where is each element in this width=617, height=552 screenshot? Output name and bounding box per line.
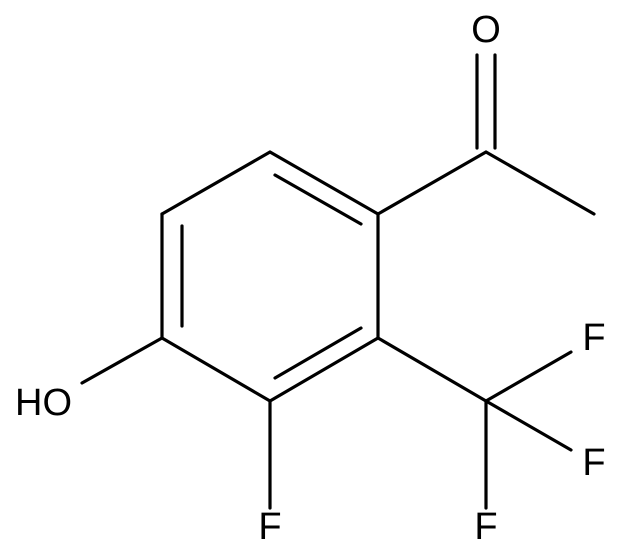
bond-cf3-to-f1 <box>484 350 573 403</box>
ring-bond-c4-c5 <box>160 336 272 403</box>
ring-fluorine-label: F <box>258 506 281 548</box>
ring-bond-c1-c2-inner <box>273 173 363 226</box>
carbonyl-oxygen-label: O <box>471 9 501 51</box>
bond-cf3-to-f2 <box>484 399 573 452</box>
ring-bond-c3-c4-inner <box>273 326 363 380</box>
ring-bond-c3-c4 <box>268 336 380 403</box>
bond-ring-to-cf3 <box>376 336 488 403</box>
bond-carbonyl-to-methyl <box>484 150 596 216</box>
cf3-fluorine-label-1: F <box>582 317 605 359</box>
ring-bond-c6-c1 <box>160 150 272 216</box>
bond-ring-to-carbonyl <box>376 150 488 216</box>
bond-ring-to-oh <box>80 336 164 385</box>
bonds <box>80 53 596 510</box>
hydroxyl-label: HO <box>15 382 72 424</box>
ring-bond-c1-c2 <box>268 150 380 216</box>
cf3-fluorine-label-3: F <box>474 506 497 548</box>
cf3-fluorine-label-2: F <box>582 442 605 484</box>
atom-labels: O HO F F F F <box>15 9 606 548</box>
